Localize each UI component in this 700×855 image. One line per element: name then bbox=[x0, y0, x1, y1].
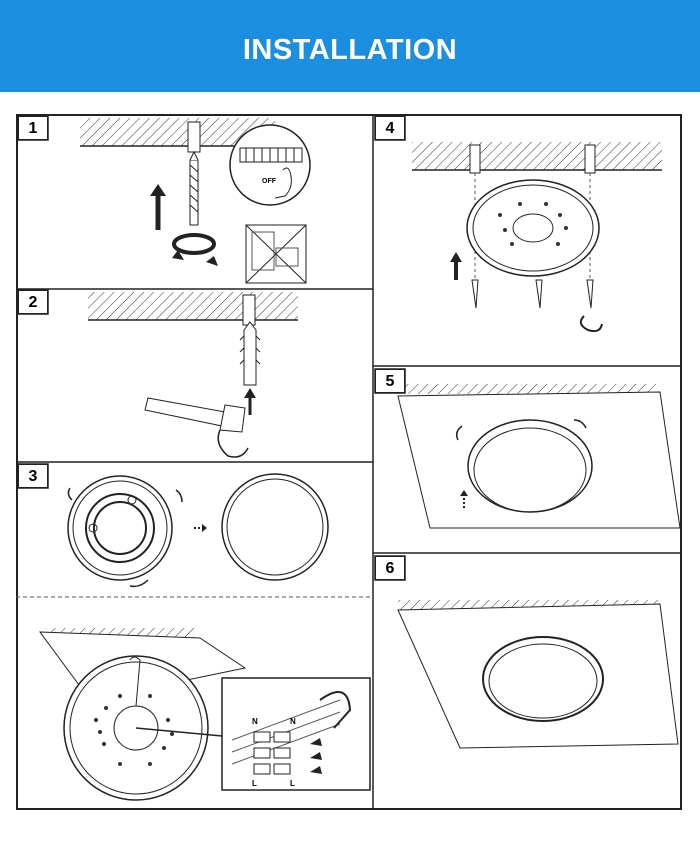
wire-label-l2: L bbox=[290, 779, 295, 788]
step5-cover-illustration bbox=[397, 384, 681, 529]
header-banner: INSTALLATION bbox=[0, 0, 700, 92]
wire-label-l1: L bbox=[252, 779, 257, 788]
step-1-number: 1 bbox=[18, 116, 48, 140]
page-title: INSTALLATION bbox=[242, 34, 458, 66]
step-2-number: 2 bbox=[18, 290, 48, 314]
step3-wiring-illustration: N N L L bbox=[38, 628, 371, 801]
wire-label-n2: N bbox=[290, 717, 296, 726]
step-6-number: 6 bbox=[375, 556, 405, 580]
step1-wiring-inset bbox=[245, 224, 307, 284]
step1-power-switch-inset: OFF bbox=[229, 124, 311, 206]
step2-anchor-illustration bbox=[88, 292, 298, 458]
step-4-number: 4 bbox=[375, 116, 405, 140]
step6-finished-illustration bbox=[397, 600, 679, 749]
switch-off-label: OFF bbox=[262, 178, 277, 185]
step3-cover-removal bbox=[67, 473, 329, 588]
step4-mount-illustration bbox=[412, 142, 662, 333]
wire-label-n1: N bbox=[252, 717, 258, 726]
step-3-number: 3 bbox=[18, 464, 48, 488]
step-5-number: 5 bbox=[375, 369, 405, 393]
